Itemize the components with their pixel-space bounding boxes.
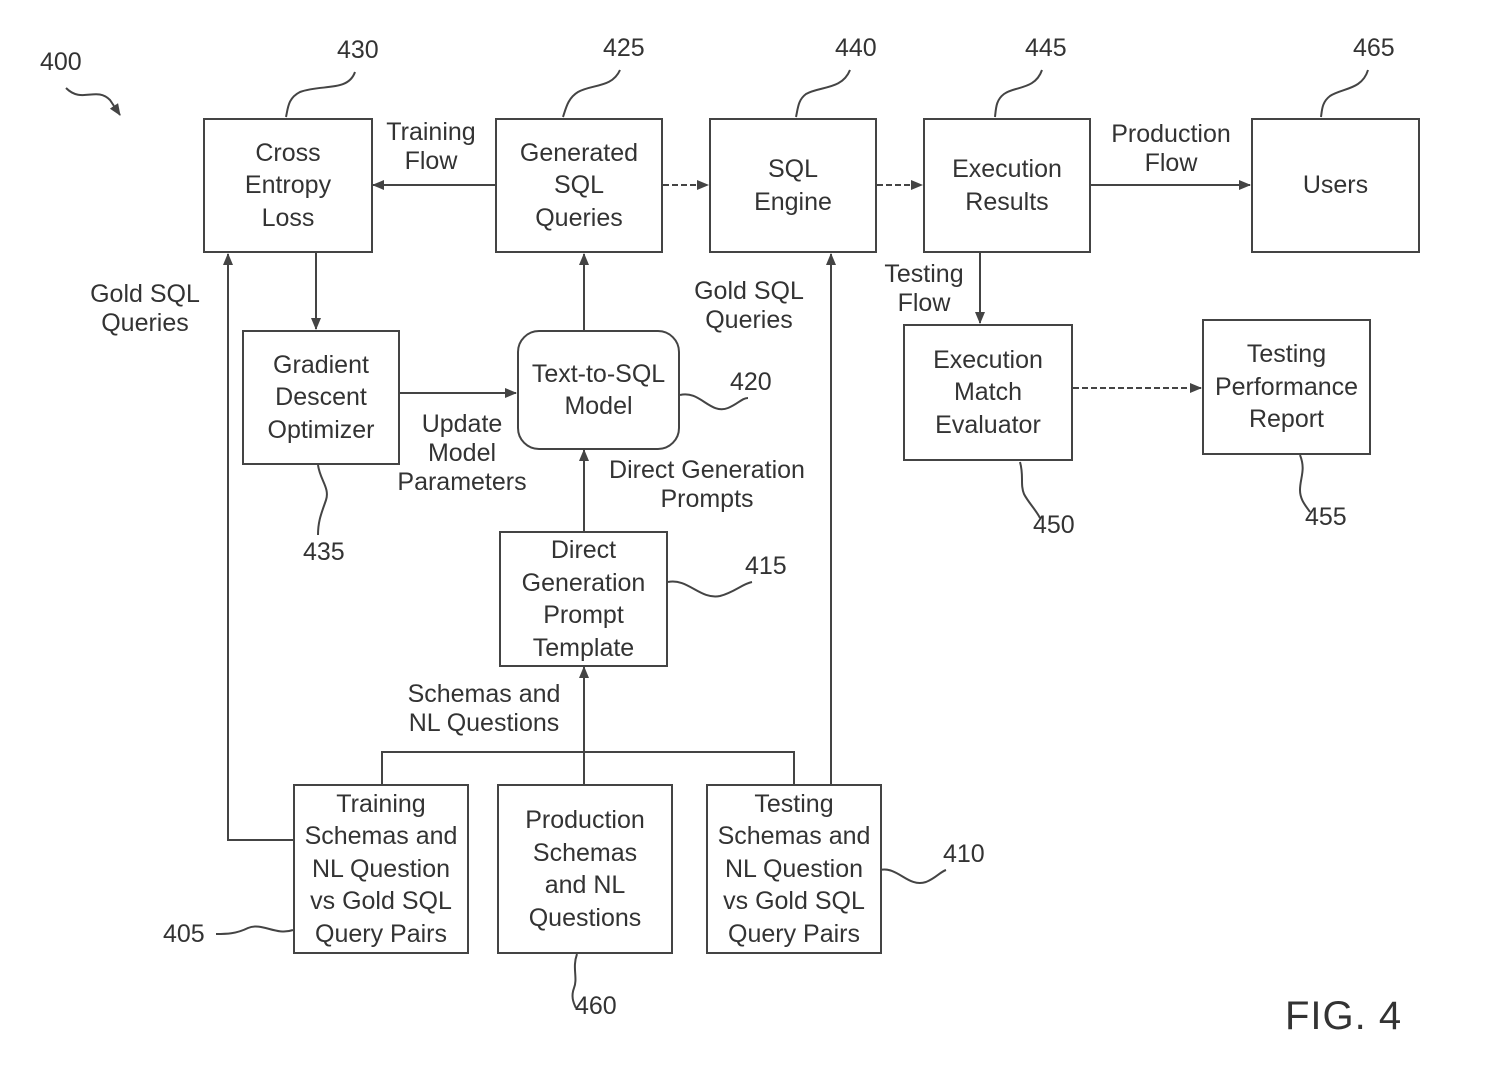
ref-420: 420	[730, 368, 772, 397]
gradient-descent-optimizer-box: Gradient Descent Optimizer	[242, 330, 400, 465]
leader-440	[796, 70, 850, 117]
training-pairs-box: Training Schemas and NL Question vs Gold…	[293, 784, 469, 954]
direct-generation-prompt-template-box: Direct Generation Prompt Template	[499, 531, 668, 667]
leader-400	[66, 88, 120, 115]
training-pairs-label: Training Schemas and NL Question vs Gold…	[305, 788, 458, 951]
ref-405: 405	[163, 920, 205, 949]
generated-sql-queries-box: Generated SQL Queries	[495, 118, 663, 253]
cross-entropy-loss-box: Cross Entropy Loss	[203, 118, 373, 253]
text-to-sql-model-label: Text-to-SQL Model	[532, 358, 665, 423]
leader-450	[1020, 462, 1040, 518]
ref-435: 435	[303, 538, 345, 567]
direct-generation-prompts-label: Direct Generation Prompts	[596, 456, 818, 514]
execution-results-box: Execution Results	[923, 118, 1091, 253]
execution-results-label: Execution Results	[952, 153, 1062, 218]
testing-performance-report-label: Testing Performance Report	[1215, 338, 1358, 436]
gold-sql-queries-left-label: Gold SQL Queries	[80, 280, 210, 338]
schemas-and-nl-questions-label: Schemas and NL Questions	[394, 680, 574, 738]
update-model-parameters-label: Update Model Parameters	[386, 410, 538, 497]
leader-465	[1321, 70, 1368, 117]
ref-450: 450	[1033, 511, 1075, 540]
testing-performance-report-box: Testing Performance Report	[1202, 319, 1371, 455]
leader-415	[668, 582, 752, 597]
execution-match-evaluator-box: Execution Match Evaluator	[903, 324, 1073, 461]
bus-input-sets	[382, 752, 794, 784]
gradient-descent-optimizer-label: Gradient Descent Optimizer	[268, 349, 375, 447]
cross-entropy-loss-label: Cross Entropy Loss	[245, 137, 331, 235]
figure-label: FIG. 4	[1285, 994, 1402, 1039]
ref-455: 455	[1305, 503, 1347, 532]
testing-pairs-box: Testing Schemas and NL Question vs Gold …	[706, 784, 882, 954]
production-schemas-label: Production Schemas and NL Questions	[525, 804, 645, 934]
execution-match-evaluator-label: Execution Match Evaluator	[933, 344, 1043, 442]
gold-sql-queries-right-label: Gold SQL Queries	[684, 277, 814, 335]
leader-445	[995, 70, 1042, 117]
ref-430: 430	[337, 36, 379, 65]
ref-415: 415	[745, 552, 787, 581]
leader-425	[563, 70, 620, 117]
ref-410: 410	[943, 840, 985, 869]
ref-465: 465	[1353, 34, 1395, 63]
sql-engine-box: SQL Engine	[709, 118, 877, 253]
users-box: Users	[1251, 118, 1420, 253]
users-label: Users	[1303, 169, 1368, 202]
production-schemas-box: Production Schemas and NL Questions	[497, 784, 673, 954]
direct-generation-prompt-template-label: Direct Generation Prompt Template	[522, 534, 646, 664]
leader-405	[216, 926, 293, 934]
ref-445: 445	[1025, 34, 1067, 63]
leader-435	[318, 465, 327, 535]
training-flow-label: Training Flow	[378, 118, 484, 176]
ref-400: 400	[40, 48, 82, 77]
leader-430	[286, 72, 355, 117]
text-to-sql-model-box: Text-to-SQL Model	[517, 330, 680, 450]
leader-410	[880, 870, 946, 884]
ref-460: 460	[575, 992, 617, 1021]
sql-engine-label: SQL Engine	[754, 153, 832, 218]
ref-425: 425	[603, 34, 645, 63]
production-flow-label: Production Flow	[1100, 120, 1242, 178]
testing-pairs-label: Testing Schemas and NL Question vs Gold …	[718, 788, 871, 951]
generated-sql-queries-label: Generated SQL Queries	[520, 137, 638, 235]
testing-flow-label: Testing Flow	[874, 260, 974, 318]
ref-440: 440	[835, 34, 877, 63]
